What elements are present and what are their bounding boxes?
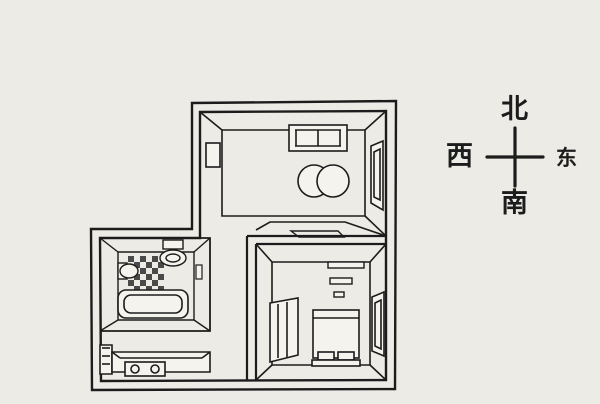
compass-west-label: 西 (446, 141, 473, 172)
cabinet-icon (205, 142, 221, 168)
window-icon (371, 290, 385, 358)
shelf-icon (102, 347, 110, 365)
living-room (199, 110, 387, 238)
compass-cross (485, 126, 545, 188)
round-table-icon (297, 164, 350, 198)
bed-icon (311, 309, 361, 367)
towel-rack-icon (195, 264, 203, 280)
compass-east-label: 东 (556, 146, 577, 170)
interior-walls (245, 234, 386, 381)
compass-north-label: 北 (501, 94, 528, 125)
bedroom (255, 243, 387, 381)
kitchen-strip (99, 344, 211, 377)
wardrobe-icon (269, 297, 299, 364)
toilet-icon (117, 262, 139, 280)
compass-south-label: 南 (501, 188, 528, 219)
washbasin-icon (159, 239, 187, 267)
bathtub-icon (117, 289, 189, 319)
window-icon (370, 139, 384, 212)
stove-icon (124, 361, 166, 377)
bathroom (99, 237, 211, 332)
sofa-icon (288, 124, 348, 152)
wall-shelf-icon (327, 261, 365, 298)
